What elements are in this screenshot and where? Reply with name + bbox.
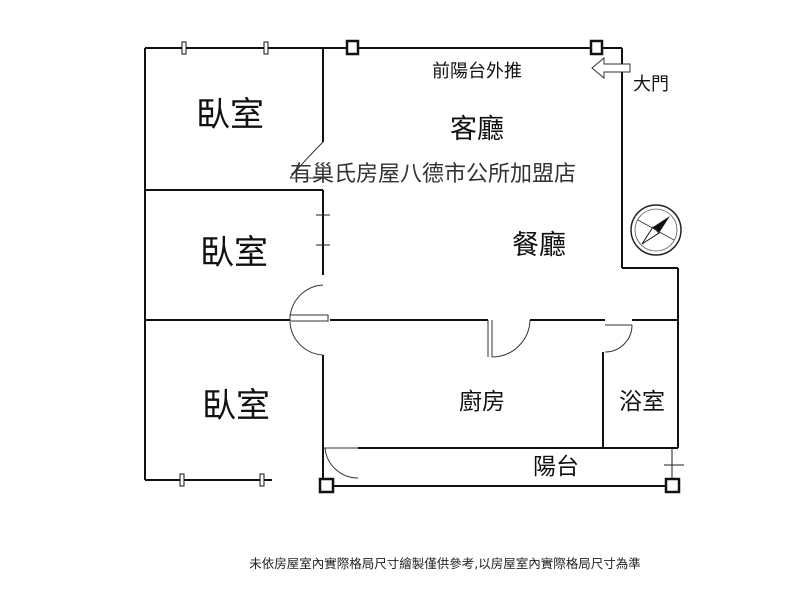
door-swing (289, 141, 324, 179)
room-label-dining-room: 餐廳 (512, 230, 566, 261)
doors (289, 141, 633, 479)
compass-icon (630, 204, 682, 256)
room-label-kitchen: 廚房 (459, 389, 505, 415)
room-label-bathroom: 浴室 (619, 389, 665, 415)
arrow-icon (591, 56, 631, 80)
column-marker (589, 39, 604, 56)
main-door-arrow (591, 56, 631, 80)
outer-walls (144, 47, 679, 487)
room-label-bedroom-3: 臥室 (202, 386, 270, 426)
window-marker (181, 41, 187, 55)
windows (179, 41, 269, 487)
window-marker (179, 473, 185, 487)
room-label-bedroom-1: 臥室 (196, 95, 264, 135)
column-marker (345, 39, 360, 56)
interior-walls (145, 48, 684, 486)
front-balcony-note: 前陽台外推 (432, 61, 522, 82)
columns (318, 39, 681, 494)
room-label-living-room: 客廳 (450, 114, 504, 145)
column-marker (664, 477, 681, 494)
door-swing (289, 321, 324, 356)
room-label-balcony: 陽台 (533, 454, 579, 480)
column-marker (318, 477, 335, 494)
door-leaf (289, 314, 329, 322)
door-swing (324, 447, 359, 479)
agency-watermark: 有巢氏房屋八德市公所加盟店 (290, 162, 576, 187)
main-door-label: 大門 (633, 74, 669, 95)
room-label-bedroom-2: 臥室 (200, 233, 268, 273)
door-swing (491, 319, 531, 358)
door-swing (289, 284, 324, 319)
window-marker (263, 41, 269, 55)
disclaimer-text: 未依房屋室內實際格局尺寸繪製僅供參考,以房屋室內實際格局尺寸為準 (249, 556, 640, 571)
window-marker (259, 473, 265, 487)
door-swing (604, 324, 633, 353)
